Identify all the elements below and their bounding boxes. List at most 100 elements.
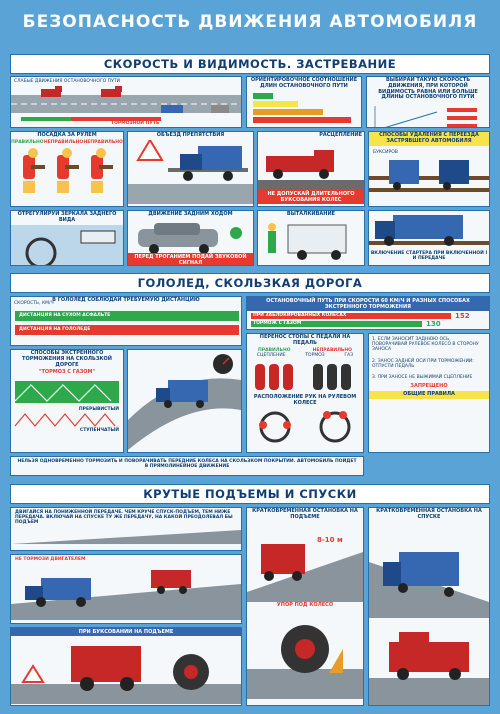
intermittent-label: ПРЕРЫВИСТЫЙ — [78, 407, 119, 412]
panel-warning: НЕЛЬЗЯ ОДНОВРЕМЕННО ТОРМОЗИТЬ И ПОВОРАЧИ… — [10, 456, 364, 476]
reverse-car — [138, 222, 242, 253]
dry-surface-label: ДИСТАНЦИЯ НА СУХОМ АСФАЛЬТЕ — [19, 313, 111, 318]
panel-seating: ПОСАДКА ЗА РУЛЕМ ПРАВИЛЬНО НЕПРАВИЛЬНО Н… — [10, 131, 124, 207]
seating-figures — [23, 147, 113, 193]
brake-method-label: ПРИ ЗАБЛОКИРОВАННЫХ КОЛЕСАХ — [253, 313, 347, 318]
panel-uphill: ДВИГАЙСЯ НА ПОНИЖЕННОЙ ПЕРЕДАЧЕ. ЧЕМ КРУ… — [10, 507, 242, 551]
warning-text: НЕЛЬЗЯ ОДНОВРЕМЕННО ТОРМОЗИТЬ И ПОВОРАЧИ… — [17, 459, 357, 470]
brake-header: ОСТАНОВОЧНЫЙ ПУТЬ ПРИ СКОРОСТИ 60 КМ/Ч И… — [247, 297, 489, 311]
reverse-bar: ПЕРЕД ТРОГАНИЕМ ПОДАЙ ЗВУКОВОЙ СИГНАЛ — [128, 252, 253, 265]
seat-state-labels: ПРАВИЛЬНО НЕПРАВИЛЬНО НЕПРАВИЛЬНО — [11, 140, 123, 145]
railway-crossing — [369, 159, 489, 192]
rule-item: 1. ЕСЛИ ЗАНОСИТ ЗАДНЮЮ ОСЬ, ПОВОРАЧИВАЙ … — [372, 337, 479, 353]
panel-reverse: ДВИЖЕНИЕ ЗАДНИМ ХОДОМ ПЕРЕД ТРОГАНИЕМ ПО… — [127, 210, 254, 266]
poster-title: БЕЗОПАСНОСТЬ ДВИЖЕНИЯ АВТОМОБИЛЯ — [22, 12, 478, 32]
panel-brief-stop-down: КРАТКОВРЕМЕННАЯ ОСТАНОВКА НА СПУСКЕ — [368, 507, 490, 706]
unhitch-title: РАСЦЕПЛЕНИЕ — [319, 132, 362, 138]
ratio-bars — [253, 92, 355, 123]
distance-title: В ГОЛОЛЕД СОБЛЮДАЙ ТРЕБУЕМУЮ ДИСТАНЦИЮ — [52, 297, 200, 303]
panel-pedals: ПЕРЕНОС СТОПЫ С ПЕДАЛИ НА ПЕДАЛЬ ПРАВИЛЬ… — [246, 333, 364, 453]
panel-stopping-distance: СЛАБЫЕ ДВИЖЕНИЯ ОСТАНОВОЧНОГО ПУТИ ТОРМО… — [10, 76, 242, 128]
forbidden-label: ЗАПРЕЩЕНО — [410, 383, 448, 390]
section-heading-ice: ГОЛОЛЕД, СКОЛЬЗКАЯ ДОРОГА — [10, 273, 490, 293]
rule-item: 3. ПРИ ЗАНОСЕ НЕ ВЫЖИМАЙ СЦЕПЛЕНИЕ — [372, 374, 473, 380]
pedal-name: ТОРМОЗ — [305, 352, 325, 358]
road-left-label: СЛАБЫЕ ДВИЖЕНИЯ ОСТАНОВОЧНОГО ПУТИ — [14, 79, 120, 84]
pedal-title: ПЕРЕНОС СТОПЫ С ПЕДАЛИ НА ПЕДАЛЬ — [259, 334, 351, 346]
brief-stop-down-title: КРАТКОВРЕМЕННАЯ ОСТАНОВКА НА СПУСКЕ — [376, 508, 482, 520]
wrong-label: НЕПРАВИЛЬНО — [312, 347, 352, 353]
no-slow-label: НЕ ТОРМОЗИ ДВИГАТЕЛЕМ — [15, 557, 86, 562]
obstacle-truck — [128, 139, 253, 204]
panel-brake-methods: ОСТАНОВОЧНЫЙ ПУТЬ ПРИ СКОРОСТИ 60 КМ/Ч И… — [246, 296, 490, 330]
correct-label: ПРАВИЛЬНО — [258, 347, 291, 353]
mirror-title: ОТРЕГУЛИРУЙ ЗЕРКАЛА ЗАДНЕГО ВИДА — [17, 211, 117, 223]
stuck-methods-title: СПОСОБЫ УДАЛЕНИЯ С ПЕРЕЕЗДА ЗАСТРЯВШЕГО … — [369, 132, 489, 146]
tow-label: БУКСИРОВ — [373, 150, 398, 155]
icy-surface-label: ДИСТАНЦИЯ НА ГОЛОЛЕДЕ — [19, 327, 91, 332]
panel-slipping: ПРИ БУКСОВАНИИ НА ПОДЪЕМЕ — [10, 627, 242, 706]
brake-method-bar — [251, 313, 451, 319]
brake-method-value: 130 — [426, 320, 441, 328]
rule-item: 2. ЗАНОС ЗАДНЕЙ ОСИ ПРИ ТОРМОЖЕНИИ: ОТПУ… — [372, 358, 474, 369]
pedal-graph — [14, 381, 119, 403]
slope-label: ПРИ БУКСОВАНИИ НА ПОДЪЕМЕ — [11, 628, 241, 636]
panel-ice-road — [127, 349, 242, 453]
seat-state-label: НЕПРАВИЛЬНО — [83, 139, 123, 145]
panel-rules: 1. ЕСЛИ ЗАНОСИТ ЗАДНЮЮ ОСЬ, ПОВОРАЧИВАЙ … — [368, 333, 490, 453]
pushing-title: ВЫТАЛКИВАНИЕ — [286, 211, 336, 217]
pedal-states: ПРАВИЛЬНО НЕПРАВИЛЬНО — [247, 348, 363, 353]
brake-gas-label: "ТОРМОЗ С ГАЗОМ" — [38, 369, 96, 376]
pedal-name: ГАЗ — [344, 352, 354, 358]
wheel-hands-title: РАСПОЛОЖЕНИЕ РУК НА РУЛЕВОМ КОЛЕСЕ — [253, 393, 357, 406]
panel-mirror: ОТРЕГУЛИРУЙ ЗЕРКАЛА ЗАДНЕГО ВИДА — [10, 210, 124, 266]
reverse-title: ДВИЖЕНИЕ ЗАДНИМ ХОДОМ — [148, 211, 233, 217]
section-heading-slopes: КРУТЫЕ ПОДЪЕМЫ И СПУСКИ — [10, 484, 490, 504]
no-towing-bar: НЕ ДОПУСКАЙ ДЛИТЕЛЬНОГО БУКСОВАНИЯ КОЛЕС — [258, 189, 364, 204]
obstacle-title: ОБЪЕЗД ПРЕПЯТСТВИЯ — [156, 132, 225, 138]
speed-unit: СКОРОСТЬ, КМ/Ч — [14, 301, 54, 306]
downhill-car — [369, 631, 489, 705]
emergency-title: СПОСОБЫ ЭКСТРЕННОГО ТОРМОЖЕНИЯ НА СКОЛЬЗ… — [22, 350, 112, 368]
mirror-illustration — [11, 224, 123, 265]
rules-title: ОБЩИЕ ПРАВИЛА — [369, 390, 489, 399]
pedal-names: СЦЕПЛЕНИЕ ТОРМОЗ ГАЗ — [247, 353, 363, 358]
sign-value: 8-10 м — [317, 536, 343, 544]
pushing-illustration — [268, 222, 347, 260]
starter-caption: ВКЛЮЧЕНИЕ СТАРТЕРА ПРИ ВКЛЮЧЕННОЙ I И ПЕ… — [370, 251, 488, 262]
pedal-shoes — [255, 363, 351, 390]
wheel-chock-label: УПОР ПОД КОЛЕСО — [276, 601, 334, 608]
seat-state-label: ПРАВИЛЬНО — [11, 139, 44, 145]
section-heading-speed: СКОРОСТЬ И ВИДИМОСТЬ. ЗАСТРЕВАНИЕ — [10, 54, 490, 74]
intermittent-graph — [14, 413, 116, 428]
panel-stuck-methods: СПОСОБЫ УДАЛЕНИЯ С ПЕРЕЕЗДА ЗАСТРЯВШЕГО … — [368, 131, 490, 207]
speed-choice-title: ВЫБИРАЙ ТАКУЮ СКОРОСТЬ ДВИЖЕНИЯ, ПРИ КОТ… — [378, 77, 478, 101]
unhitch-truck — [258, 149, 364, 190]
uphill-road — [11, 529, 241, 544]
uphill-text: ДВИГАЙСЯ НА ПОНИЖЕННОЙ ПЕРЕДАЧЕ. ЧЕМ КРУ… — [15, 510, 233, 526]
panel-speed-choice: ВЫБИРАЙ ТАКУЮ СКОРОСТЬ ДВИЖЕНИЯ, ПРИ КОТ… — [366, 76, 490, 128]
downhill-stop — [369, 551, 489, 618]
panel-emergency-methods: СПОСОБЫ ЭКСТРЕННОГО ТОРМОЖЕНИЯ НА СКОЛЬЗ… — [10, 349, 124, 453]
road-illustration — [11, 86, 241, 121]
brake-method-bar — [251, 321, 422, 327]
downhill-trucks — [11, 570, 241, 621]
stopping-ratio-title: ОРИЕНТИРОВОЧНОЕ СООТНОШЕНИЕ ДЛИН ОСТАНОВ… — [250, 77, 358, 89]
seat-state-label: НЕПРАВИЛЬНО — [43, 139, 84, 145]
icy-distance-bar — [15, 325, 239, 335]
panel-pushing: ВЫТАЛКИВАНИЕ — [257, 210, 365, 266]
brake-method-label: ТОРМОЖ С ГАЗОМ — [253, 321, 302, 326]
panel-brief-stop-up: КРАТКОВРЕМЕННАЯ ОСТАНОВКА НА ПОДЪЕМЕ 8-1… — [246, 507, 364, 706]
panel-obstacle: ОБЪЕЗД ПРЕПЯТСТВИЯ — [127, 131, 254, 207]
brief-stop-up-title: КРАТКОВРЕМЕННАЯ ОСТАНОВКА НА ПОДЪЕМЕ — [252, 508, 358, 520]
brake-method-value: 152 — [455, 312, 470, 320]
pedal-name: СЦЕПЛЕНИЕ — [256, 352, 286, 358]
visibility-graph — [374, 106, 477, 127]
panel-stopping-ratio: ОРИЕНТИРОВОЧНОЕ СООТНОШЕНИЕ ДЛИН ОСТАНОВ… — [246, 76, 362, 128]
slipping-truck — [11, 646, 241, 704]
braking-path-label: ТОРМОЗНОЙ ПУТЬ — [111, 121, 160, 126]
brake-method-label: СТУПЕНЧАТЫЕ — [253, 329, 291, 330]
steering-wheels — [259, 411, 351, 443]
